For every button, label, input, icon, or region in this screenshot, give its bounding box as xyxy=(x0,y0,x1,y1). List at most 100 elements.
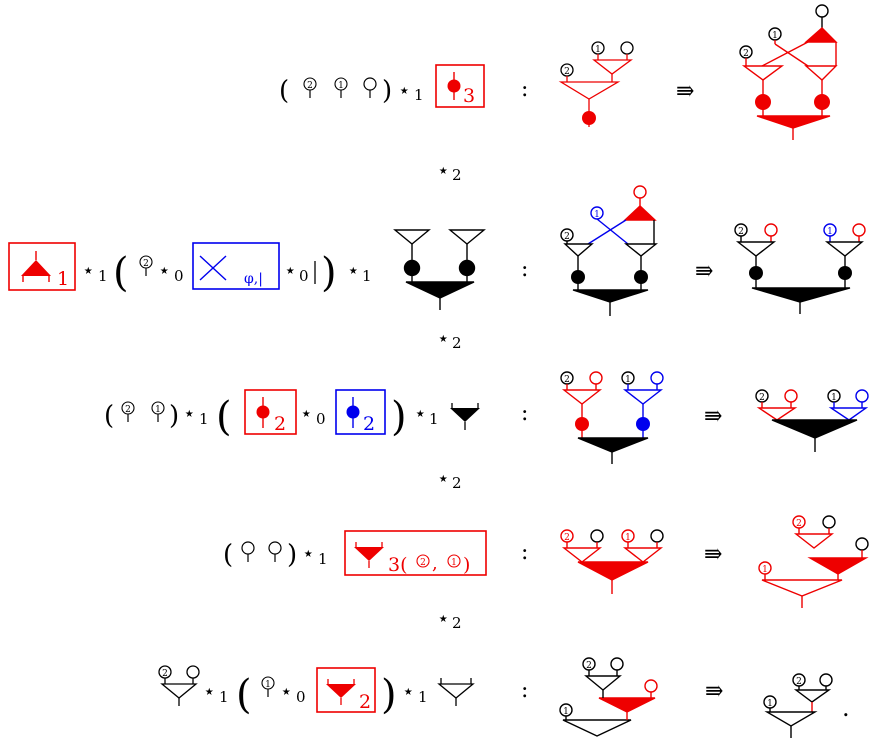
diagram-rhs: 2 1 xyxy=(758,515,869,608)
lparen: ( xyxy=(236,672,252,718)
star-subscript: 1 xyxy=(199,410,209,428)
red-box-term xyxy=(435,64,485,108)
rparen: ) xyxy=(382,76,392,106)
colon: : xyxy=(521,678,528,703)
star-op: ⋆ xyxy=(158,258,171,282)
red-node-term xyxy=(256,397,270,428)
diagram-lhs: 2 1 xyxy=(560,529,664,594)
lparen: ( xyxy=(216,394,232,440)
plain-wire xyxy=(363,77,377,98)
svg-text:2: 2 xyxy=(452,614,462,632)
period: . xyxy=(842,694,850,722)
svg-text:⋆: ⋆ xyxy=(437,326,450,350)
red-term-label: 2 xyxy=(274,413,286,435)
svg-text:2: 2 xyxy=(452,166,462,184)
blue-box-term xyxy=(335,389,386,435)
svg-text:2: 2 xyxy=(162,669,168,679)
star-subscript: 1 xyxy=(362,267,372,285)
blue-term-label: 2 xyxy=(363,413,375,435)
blue-crossing xyxy=(199,255,227,281)
black-multiplication-term xyxy=(450,403,480,430)
svg-text:1: 1 xyxy=(767,699,773,709)
blue-node-term xyxy=(346,397,360,428)
row4: ( ) ⋆ 1 3( 2 , 1 ) : xyxy=(223,515,869,608)
diagram-rhs: 1 2 xyxy=(739,4,838,140)
between-op-1: ⋆ 2 xyxy=(437,158,462,184)
circled-wire-2: 2 xyxy=(303,77,317,98)
star-subscript: 1 xyxy=(98,267,108,285)
red-term-label: 3 xyxy=(463,85,475,107)
svg-text:2: 2 xyxy=(586,661,592,671)
circled-wire-1: 1 xyxy=(261,676,275,697)
red-term-label: ) xyxy=(463,554,470,576)
svg-text:1: 1 xyxy=(772,31,778,41)
star-op: ⋆ xyxy=(414,401,427,425)
row3: ( 2 1 ) ⋆ 1 ( 2 ⋆ 0 2 ) ⋆ 1 xyxy=(104,371,869,464)
red-node-term xyxy=(447,72,461,100)
star-op: ⋆ xyxy=(300,401,313,425)
red-comultiplication-node xyxy=(21,251,51,282)
diagram-lhs: 2 1 xyxy=(558,41,634,127)
star-subscript: 1 xyxy=(418,688,428,706)
svg-text:2: 2 xyxy=(452,334,462,352)
circled-wire-1: 1 xyxy=(334,77,348,98)
red-term-label: 1 xyxy=(57,268,69,290)
red-box-term xyxy=(8,242,76,291)
svg-text:1: 1 xyxy=(595,45,601,55)
circled-wire-2: 2 xyxy=(121,401,135,422)
svg-text:2: 2 xyxy=(564,533,570,543)
star-subscript: 1 xyxy=(414,86,424,104)
circled-wire-2: 2 xyxy=(139,255,153,276)
colon: : xyxy=(521,77,528,102)
star-op: ⋆ xyxy=(82,258,95,282)
svg-text:2: 2 xyxy=(738,227,744,237)
implies: ⇛ xyxy=(695,259,713,284)
diagram-rhs: 2 1 xyxy=(734,223,866,314)
rparen: ) xyxy=(391,394,407,440)
implies: ⇛ xyxy=(704,404,722,429)
circled-wire-1: 1 xyxy=(151,401,165,422)
svg-text:1: 1 xyxy=(594,210,600,220)
svg-text:1: 1 xyxy=(265,680,271,690)
plain-wire xyxy=(241,541,255,562)
star-op: ⋆ xyxy=(398,78,411,102)
svg-text:1: 1 xyxy=(831,393,837,403)
implies: ⇛ xyxy=(705,679,723,704)
red-term-label: 3( xyxy=(388,554,408,576)
svg-text:1: 1 xyxy=(451,558,457,568)
blue-box-term xyxy=(192,242,280,290)
red-box-term xyxy=(344,530,487,576)
lparen: ( xyxy=(104,401,114,431)
star-op: ⋆ xyxy=(402,679,415,703)
svg-text:1: 1 xyxy=(563,707,569,717)
black-composite-term xyxy=(393,229,486,310)
diagram-lhs: 2 1 xyxy=(560,371,664,464)
row5: 2 ⋆ 1 ( 1 ⋆ 0 2 ) ⋆ 1 xyxy=(158,657,850,738)
svg-text:2: 2 xyxy=(564,232,570,242)
rparen: ) xyxy=(169,401,179,431)
between-op-2: ⋆ 2 xyxy=(437,326,462,352)
rparen: ) xyxy=(321,250,337,296)
svg-text:1: 1 xyxy=(827,227,833,237)
star-subscript: 1 xyxy=(219,688,229,706)
star-subscript: 0 xyxy=(316,410,326,428)
diagram-rhs: 2 1 xyxy=(763,673,833,738)
diagram-lhs: 1 2 xyxy=(560,185,658,316)
svg-text:2: 2 xyxy=(420,558,426,568)
lparen: ( xyxy=(279,76,289,106)
red-multiplication-node xyxy=(326,679,356,705)
svg-text:⋆: ⋆ xyxy=(437,466,450,490)
red-box-term xyxy=(316,667,376,713)
circled-label-2: 2 xyxy=(416,554,430,568)
implies: ⇛ xyxy=(704,542,722,567)
svg-text:2: 2 xyxy=(796,677,802,687)
between-op-4: ⋆ 2 xyxy=(437,606,462,632)
circled-label-1: 1 xyxy=(447,554,461,568)
svg-text:2: 2 xyxy=(452,474,462,492)
svg-text:,: , xyxy=(432,553,438,574)
star-op: ⋆ xyxy=(302,541,315,565)
star-subscript: 0 xyxy=(174,267,184,285)
black-multiplication-term: 2 xyxy=(158,665,200,706)
star-subscript: 0 xyxy=(296,688,306,706)
